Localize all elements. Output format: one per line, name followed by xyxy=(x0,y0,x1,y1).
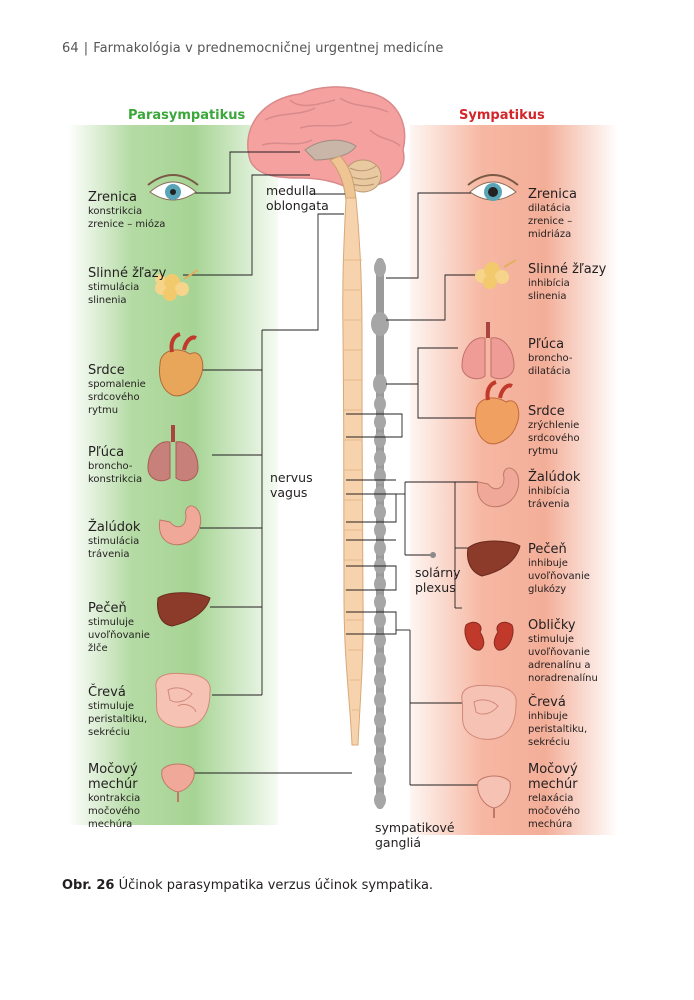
solar-plexus-label: solárny plexus xyxy=(415,565,461,595)
medulla-oblongata-label: medulla oblongata xyxy=(266,183,329,213)
symp-organ-heart: Srdce zrýchlenie srdcového rytmu xyxy=(528,404,580,457)
parasympathetic-intestines-icon xyxy=(155,672,211,728)
figure-caption-text: Účinok parasympatika verzus účinok sympa… xyxy=(118,878,434,893)
sympathetic-salivary-gland-icon xyxy=(475,259,517,289)
parasympathetic-salivary-gland-icon xyxy=(155,269,199,301)
para-organ-stomach: Žalúdok stimulácia trávenia xyxy=(88,520,141,560)
parasympathetic-lung-icon xyxy=(147,425,199,482)
page-header: 64 | Farmakológia v prednemocničnej urgent… xyxy=(62,41,444,56)
parasympathetic-stomach-icon xyxy=(158,505,202,546)
sympathetic-kidney-icon xyxy=(464,621,514,651)
spinal-cord xyxy=(342,197,364,746)
parasympathetic-title: Parasympatikus xyxy=(128,108,246,123)
sympathetic-liver-icon xyxy=(467,540,521,577)
symp-organ-salivary: Slinné žľazy inhibícia slinenia xyxy=(528,262,607,302)
parasympathetic-liver-icon xyxy=(157,592,211,627)
symp-organ-kidneys: Obličky stimuluje uvoľňovanie adrenalínu… xyxy=(528,618,598,684)
solar-plexus-node xyxy=(430,552,436,558)
parasympathetic-eye-icon xyxy=(147,174,199,201)
page-number: 64 xyxy=(62,41,79,56)
para-organ-heart: Srdce spomalenie srdcového rytmu xyxy=(88,363,146,416)
nerve-connections xyxy=(183,151,480,786)
symp-organ-liver: Pečeň inhibuje uvoľňovanie glukózy xyxy=(528,542,590,595)
para-organ-salivary: Slinné žľazy stimulácia slinenia xyxy=(88,266,167,306)
para-organ-pupil: Zrenica konstrikcia zrenice – mióza xyxy=(88,190,166,230)
figure-caption: Obr. 26 Účinok parasympatika verzus účin… xyxy=(62,878,433,893)
sympathetic-title: Sympatikus xyxy=(459,108,545,123)
symp-organ-stomach: Žalúdok inhibícia trávenia xyxy=(528,470,581,510)
brain-illustration xyxy=(247,86,406,201)
sympathetic-bladder-icon xyxy=(477,775,511,818)
sympathetic-ganglia-chain xyxy=(371,258,389,809)
sympathetic-lung-icon xyxy=(461,322,515,380)
symp-organ-lungs: Pľúca broncho- dilatácia xyxy=(528,337,573,377)
para-organ-intestines: Črevá stimuluje peristaltiku, sekréciu xyxy=(88,685,148,738)
running-title: Farmakológia v prednemocničnej urgentnej… xyxy=(93,41,444,56)
sympathetic-stomach-icon xyxy=(476,467,520,508)
para-organ-bladder: Močový mechúr kontrakcia močového mechúr… xyxy=(88,762,141,830)
symp-organ-pupil: Zrenica dilatácia zrenice – midriáza xyxy=(528,187,577,240)
sympathetic-heart-icon xyxy=(475,380,520,445)
header-separator: | xyxy=(83,41,89,56)
vagus-nerve-label: nervus vagus xyxy=(270,470,313,500)
symp-organ-intestines: Črevá inhibuje peristaltiku, sekréciu xyxy=(528,695,588,748)
symp-organ-bladder: Močový mechúr relaxácia močového mechúra xyxy=(528,762,581,830)
para-organ-liver: Pečeň stimuluje uvoľňovanie žlče xyxy=(88,601,150,654)
figure-caption-label: Obr. 26 xyxy=(62,878,115,893)
sympathetic-intestines-icon xyxy=(461,684,517,740)
sympathetic-eye-icon xyxy=(467,174,519,201)
parasympathetic-heart-icon xyxy=(159,332,204,397)
para-organ-lungs: Pľúca broncho- konstrikcia xyxy=(88,445,143,485)
parasympathetic-bladder-icon xyxy=(161,763,195,802)
sympathetic-ganglia-label: sympatikové gangliá xyxy=(375,820,455,850)
